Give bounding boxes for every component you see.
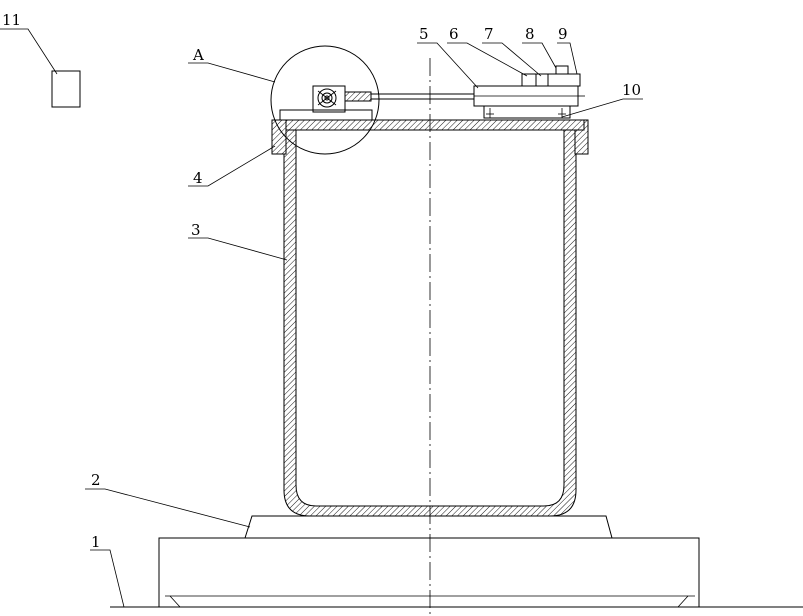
base-platform — [158, 537, 700, 608]
callout-2: 2 — [91, 471, 101, 489]
callout-4: 4 — [193, 169, 203, 187]
hinge-mechanism — [312, 85, 474, 113]
callout-labels: 1 2 3 4 A 5 6 7 8 9 10 11 — [2, 11, 641, 551]
lid-plate — [279, 109, 585, 131]
callout-11: 11 — [2, 11, 21, 29]
callout-1: 1 — [91, 533, 101, 551]
leader-lines — [0, 28, 643, 608]
callout-7: 7 — [484, 25, 494, 43]
callout-9: 9 — [558, 25, 568, 43]
callout-detail-a: A — [192, 46, 204, 64]
callout-8: 8 — [525, 25, 535, 43]
weighing-pad — [244, 515, 613, 539]
callout-3: 3 — [191, 221, 201, 239]
detail-circle-a — [270, 45, 380, 155]
component-11-box — [51, 70, 81, 108]
callout-10: 10 — [622, 81, 641, 99]
lever-assembly — [473, 65, 585, 119]
callout-5: 5 — [419, 25, 429, 43]
callout-6: 6 — [449, 25, 459, 43]
